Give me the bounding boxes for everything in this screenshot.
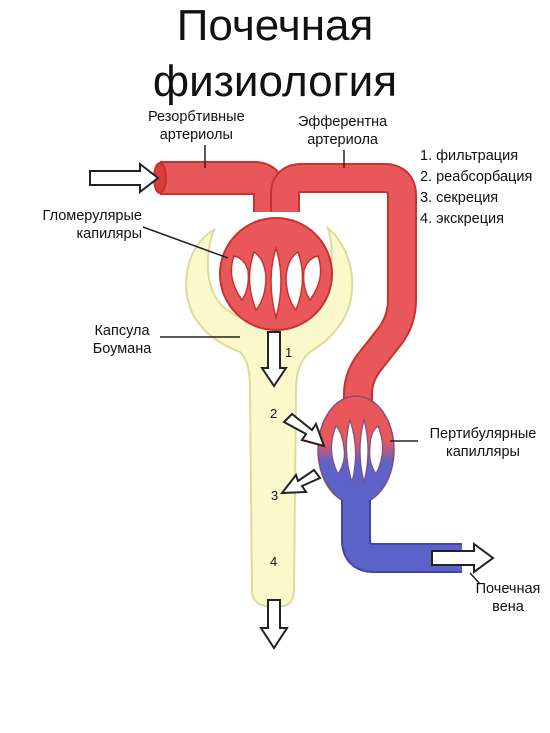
renal-vein [341, 500, 462, 573]
legend-item-excretion: 4. экскреция [420, 211, 505, 227]
legend-item-secretion: 3. секреция [420, 190, 499, 206]
bowman-capsule-label: Капсула Боумана [92, 323, 152, 357]
legend-item-filtration: 1. фильтрация [420, 148, 519, 164]
reabsorption-arrow [282, 412, 326, 448]
vein-outflow-arrow [431, 542, 495, 574]
arrow-number-1: 1 [285, 345, 292, 360]
glomerular-capillaries-label: Гломерулярые капиляры [42, 208, 142, 242]
glomerular-leader-line [142, 226, 229, 259]
arrow-number-4: 4 [270, 554, 277, 569]
afferent-arteriole-label: Резорбтивные артериолы [148, 109, 245, 143]
legend-item-reabsorption: 2. реабсорбация [420, 169, 533, 185]
title-line-1: Почечная [176, 1, 374, 50]
title-line-2: физиология [152, 57, 398, 106]
peritubular-capillaries-label: Пертибулярные капилляры [429, 426, 537, 460]
peritubular-capillaries [317, 395, 395, 505]
arrow-number-2: 2 [270, 406, 277, 421]
arrow-number-3: 3 [271, 488, 278, 503]
process-legend: 1. фильтрация 2. реабсорбация 3. секреци… [420, 146, 532, 230]
vein-leader-line [469, 572, 481, 585]
efferent-arteriole-label: Эфферентна артериола [298, 114, 388, 148]
afferent-arteriole [153, 161, 287, 212]
renal-vein-label: Почечная вена [475, 581, 541, 615]
inflow-arrow [89, 161, 160, 195]
efferent-arteriole [270, 163, 417, 402]
glomerulus [219, 217, 333, 331]
filtration-arrow [260, 331, 288, 388]
secretion-arrow [279, 468, 322, 495]
excretion-arrow [259, 599, 289, 650]
